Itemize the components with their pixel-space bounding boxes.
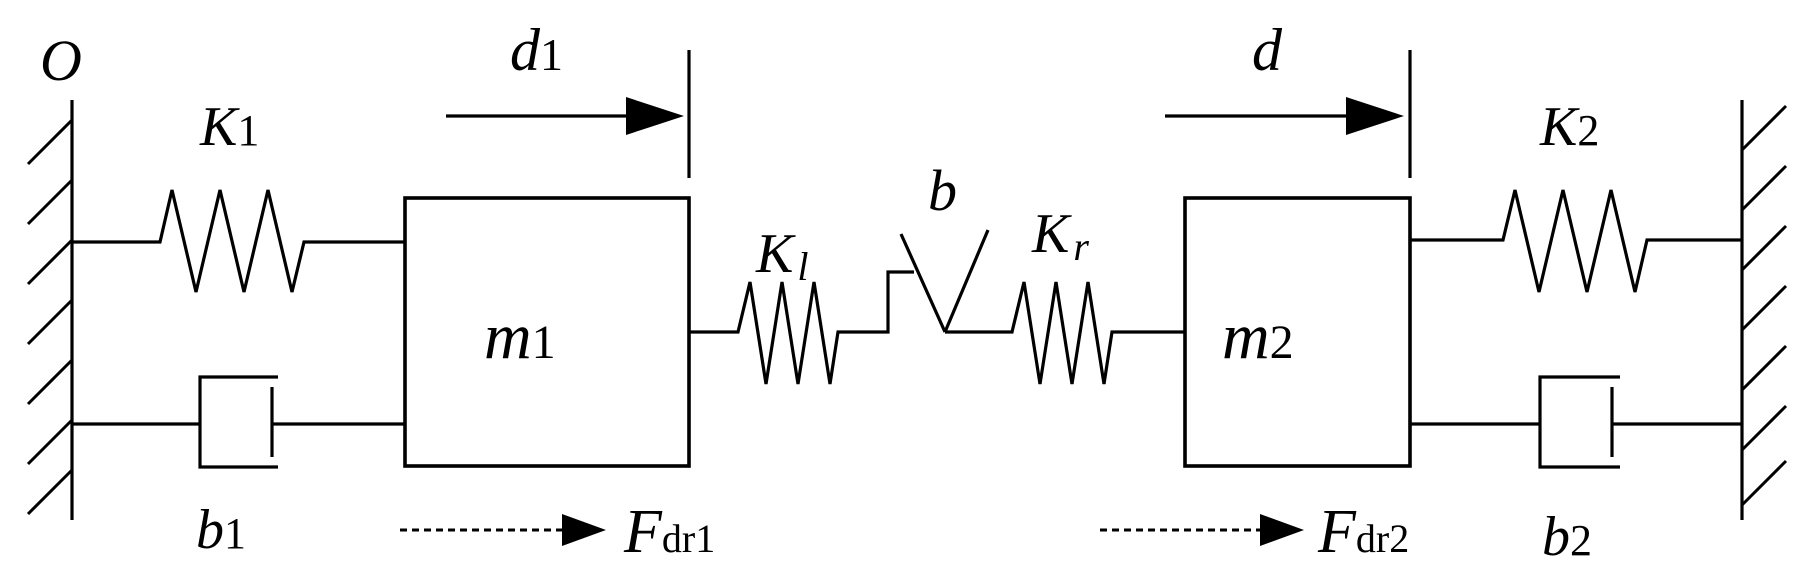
label-m1: m1 (484, 300, 556, 373)
label-fdr2: Fdr2 (1317, 498, 1409, 566)
label-origin: O (40, 28, 82, 93)
mass-m2-block (1183, 196, 1412, 468)
spring-kr (945, 281, 1185, 385)
mass-m1-block (403, 196, 691, 468)
label-d: d (1252, 17, 1283, 83)
spring-k2 (1410, 189, 1742, 293)
label-b2: b2 (1542, 506, 1592, 568)
label-d1: d1 (510, 17, 563, 83)
damper-b2 (1410, 375, 1742, 469)
label-fdr1: Fdr1 (623, 498, 715, 566)
label-k2: K2 (1539, 96, 1599, 158)
label-b1: b1 (196, 499, 246, 561)
displacement-d-arrow (1165, 50, 1412, 178)
force-fdr1-arrow (400, 514, 606, 546)
label-b: b (928, 158, 957, 223)
force-fdr2-arrow (1100, 514, 1304, 546)
spring-kl (689, 270, 914, 385)
label-m2: m2 (1222, 300, 1294, 373)
damper-b1 (72, 375, 405, 469)
right-wall (1740, 100, 1788, 520)
label-k1: K1 (199, 96, 259, 158)
backlash-gap-b (899, 229, 990, 333)
displacement-d1-arrow (446, 50, 691, 178)
spring-k1 (72, 189, 405, 293)
left-wall (26, 100, 74, 520)
